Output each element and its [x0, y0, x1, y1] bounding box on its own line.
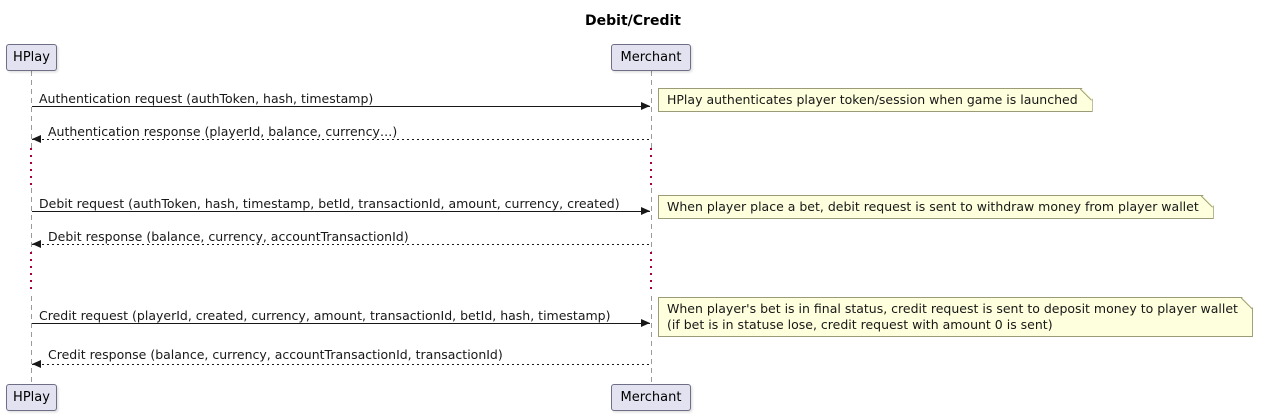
arrowhead-left-icon: [32, 135, 41, 143]
message-label-auth-response: Authentication response (playerId, balan…: [48, 124, 398, 139]
lifeline-delay-merchant-2: [650, 252, 652, 292]
note-text: When player's bet is in final status, cr…: [667, 301, 1238, 316]
message-label-debit-response: Debit response (balance, currency, accou…: [48, 229, 409, 244]
note-fold-icon: [1241, 298, 1253, 310]
participant-merchant-top: Merchant: [611, 44, 691, 71]
lifeline-delay-merchant-1: [650, 148, 652, 186]
arrowhead-left-icon: [32, 360, 41, 368]
lifeline-delay-hplay-1: [30, 148, 32, 186]
participant-label: HPlay: [13, 390, 50, 405]
message-line: [32, 106, 650, 107]
lifeline-delay-hplay-2: [30, 252, 32, 292]
message-line: [32, 211, 650, 212]
lifeline-merchant: [651, 71, 652, 384]
note-fold-icon: [1080, 89, 1092, 101]
message-line: [32, 323, 650, 324]
message-label-auth-request: Authentication request (authToken, hash,…: [39, 91, 374, 106]
note-debit: When player place a bet, debit request i…: [658, 195, 1214, 219]
note-credit: When player's bet is in final status, cr…: [658, 297, 1253, 337]
lifeline-hplay: [31, 71, 32, 384]
participant-hplay-bottom: HPlay: [6, 384, 57, 411]
note-text: (if bet is in statuse lose, credit reque…: [667, 317, 1053, 332]
participant-label: HPlay: [13, 50, 50, 65]
note-text: When player place a bet, debit request i…: [667, 199, 1199, 214]
participant-label: Merchant: [620, 390, 682, 405]
message-label-credit-request: Credit request (playerId, created, curre…: [39, 308, 611, 323]
message-line: [32, 244, 650, 245]
diagram-title: Debit/Credit: [585, 13, 681, 29]
arrowhead-right-icon: [641, 319, 650, 327]
message-label-debit-request: Debit request (authToken, hash, timestam…: [39, 196, 620, 211]
note-text: HPlay authenticates player token/session…: [667, 92, 1078, 107]
arrowhead-right-icon: [641, 102, 650, 110]
arrowhead-right-icon: [641, 207, 650, 215]
message-line: [32, 139, 650, 140]
message-label-credit-response: Credit response (balance, currency, acco…: [48, 347, 503, 362]
participant-merchant-bottom: Merchant: [611, 384, 691, 411]
note-fold-icon: [1201, 196, 1213, 208]
message-line: [32, 364, 650, 365]
arrowhead-left-icon: [32, 240, 41, 248]
note-authentication: HPlay authenticates player token/session…: [658, 88, 1093, 112]
participant-label: Merchant: [620, 50, 682, 65]
participant-hplay-top: HPlay: [6, 44, 57, 71]
